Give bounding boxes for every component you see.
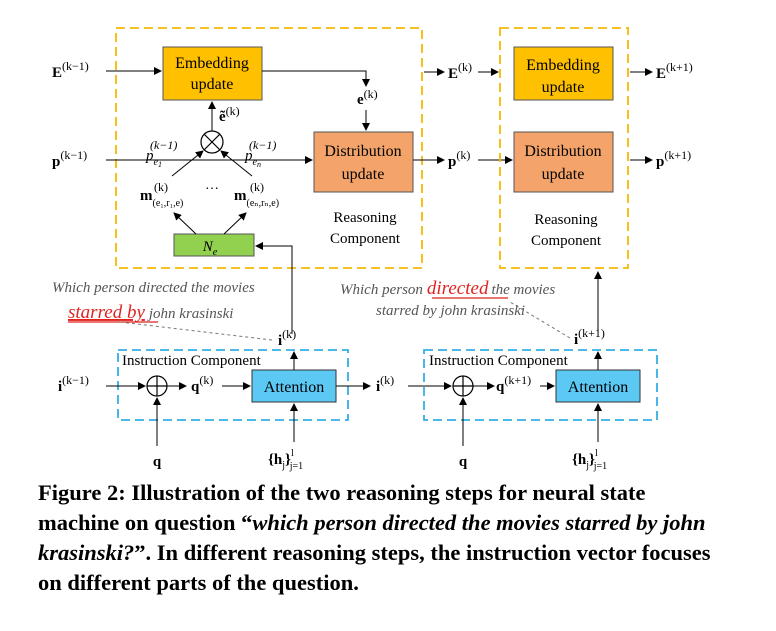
neighbor-set-box [173, 233, 255, 257]
p-e1-label: pe1(k−1) [145, 138, 177, 169]
left-reasoning-label-1: Reasoning [333, 210, 397, 226]
E-km1-label: E(k−1) [52, 59, 89, 81]
m-dots: ··· [205, 182, 219, 197]
right-question-line-2: starred by john krasinski [376, 303, 525, 319]
p-km1-label: p(k−1) [52, 148, 87, 170]
right-distribution-label-2: update [542, 166, 585, 183]
e-tilde-label: ẽ(k) [219, 104, 240, 125]
m-1-sup: (k) [154, 180, 168, 194]
right-instruction-frame [423, 349, 658, 421]
caption-question: which person directed the movies starred… [38, 510, 706, 565]
caption-prefix: Figure 2: Illustration of the two reason… [38, 480, 646, 535]
left-embedding-label-1: Embedding [175, 55, 249, 72]
left-reasoning-frame [115, 27, 423, 269]
caption-suffix: ”. In different reasoning steps, the ins… [38, 540, 711, 595]
right-embedding-update-box [513, 46, 614, 101]
left-embedding-update-box [162, 46, 263, 101]
nsm-diagram: Embedding update Distribution update Rea… [52, 27, 693, 472]
m-n-sup: (k) [250, 180, 264, 194]
q-kp1-label: q(k+1) [496, 373, 531, 395]
left-question-line-1: Which person directed the movies [52, 280, 255, 296]
p-en-label: pen(k−1) [244, 138, 276, 169]
i-k-label-top: i(k) [278, 327, 296, 349]
i-km1-label: i(k−1) [58, 373, 89, 395]
right-reasoning-label-2: Component [531, 233, 602, 249]
q-input-left: q [153, 454, 162, 470]
left-reasoning-label-2: Component [330, 231, 401, 247]
p-k-mid-label: p(k) [448, 148, 470, 170]
right-distribution-update-box [513, 131, 614, 193]
p-kp1-label: p(k+1) [656, 148, 691, 170]
figure-caption: Figure 2: Illustration of the two reason… [38, 478, 728, 598]
E-kp1-label: E(k+1) [656, 60, 693, 82]
left-instruction-frame [117, 349, 349, 421]
right-reasoning-label-1: Reasoning [534, 212, 598, 228]
right-distribution-label-1: Distribution [524, 143, 601, 160]
left-distribution-label-2: update [342, 166, 385, 183]
right-embedding-label-1: Embedding [526, 57, 600, 74]
m-1-label: m(e₁,r₁,e) [140, 188, 183, 209]
m-n-label: m(eₙ,rₙ,e) [234, 188, 279, 209]
right-instruction-label: Instruction Component [429, 353, 569, 369]
right-attention-label: Attention [568, 379, 628, 396]
left-embedding-label-2: update [191, 76, 234, 93]
left-attention-label: Attention [264, 379, 324, 396]
right-embedding-label-2: update [542, 79, 585, 96]
left-distribution-label-1: Distribution [324, 143, 401, 160]
neighbor-set-label: Ne [202, 239, 218, 258]
left-attention-box [251, 369, 337, 403]
e-k-label: e(k) [357, 87, 378, 108]
right-reasoning-frame [499, 27, 629, 269]
q-k-label: q(k) [191, 373, 213, 395]
left-distribution-update-box [313, 131, 414, 193]
left-instruction-label: Instruction Component [122, 353, 262, 369]
i-kp1-label-top: i(k+1) [574, 326, 605, 348]
i-k-label-mid: i(k) [376, 373, 394, 395]
q-input-right: q [459, 454, 468, 470]
E-k-mid-label: E(k) [448, 60, 472, 82]
right-attention-box [555, 369, 641, 403]
